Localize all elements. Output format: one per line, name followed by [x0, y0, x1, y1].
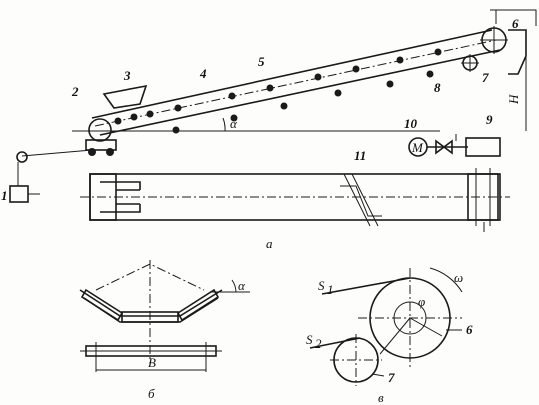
- caption-b: б: [148, 386, 155, 401]
- trough-belt: [79, 289, 223, 317]
- belt-s1: [321, 277, 411, 295]
- omega-label: ω: [454, 270, 463, 285]
- side-roller-right: [176, 288, 220, 322]
- label-2: 2: [71, 84, 79, 99]
- label-1: 1: [1, 188, 8, 203]
- center-roller: [121, 311, 179, 323]
- tension-rope: [21, 149, 93, 157]
- label-11: 11: [354, 148, 366, 163]
- motor-label: M: [411, 140, 424, 155]
- label-9: 9: [486, 112, 493, 127]
- label-6: 6: [512, 16, 519, 31]
- discharge-chute: [508, 29, 527, 75]
- upper-belt: [91, 29, 493, 119]
- rope-pulley: [16, 151, 28, 163]
- label-7c: 7: [388, 370, 395, 385]
- label-10: 10: [404, 116, 418, 131]
- lower-belt: [99, 49, 501, 136]
- angle-arc: [222, 117, 226, 132]
- belt-s2: [309, 337, 361, 349]
- height-label: H: [506, 94, 521, 105]
- s2-label: S: [306, 332, 313, 347]
- brake-coupling: [435, 139, 453, 155]
- label-4: 4: [199, 66, 207, 81]
- trough-idler-view: α B б: [79, 260, 250, 401]
- label-3: 3: [123, 68, 131, 83]
- gearbox: [465, 137, 501, 157]
- label-5: 5: [258, 54, 265, 69]
- idler-rollers: [114, 48, 442, 134]
- s2-sub: 2: [315, 336, 322, 351]
- s1-sub: 1: [327, 282, 334, 297]
- side-view: α H M: [1, 9, 537, 203]
- side-roller-left: [80, 288, 124, 322]
- s1-label: S: [318, 278, 325, 293]
- drive-wrap-view: ω φ S 1 S 2 6 7 в: [306, 267, 473, 405]
- label-8: 8: [434, 80, 441, 95]
- omega-arc: [429, 267, 463, 293]
- belt-axis: [94, 39, 497, 127]
- counterweight: [9, 185, 29, 203]
- alpha-b-label: α: [238, 278, 246, 293]
- tail-pulley: [85, 118, 117, 156]
- width-label: B: [148, 355, 156, 370]
- label-7: 7: [482, 70, 489, 85]
- caption-c: в: [378, 390, 384, 405]
- break-lines: [343, 173, 379, 227]
- plan-view: 11 а: [80, 148, 510, 251]
- caption-a: а: [266, 236, 273, 251]
- label-6c: 6: [466, 322, 473, 337]
- loading-hopper: [102, 84, 148, 109]
- alpha-label: α: [230, 116, 238, 131]
- phi-label: φ: [418, 294, 425, 309]
